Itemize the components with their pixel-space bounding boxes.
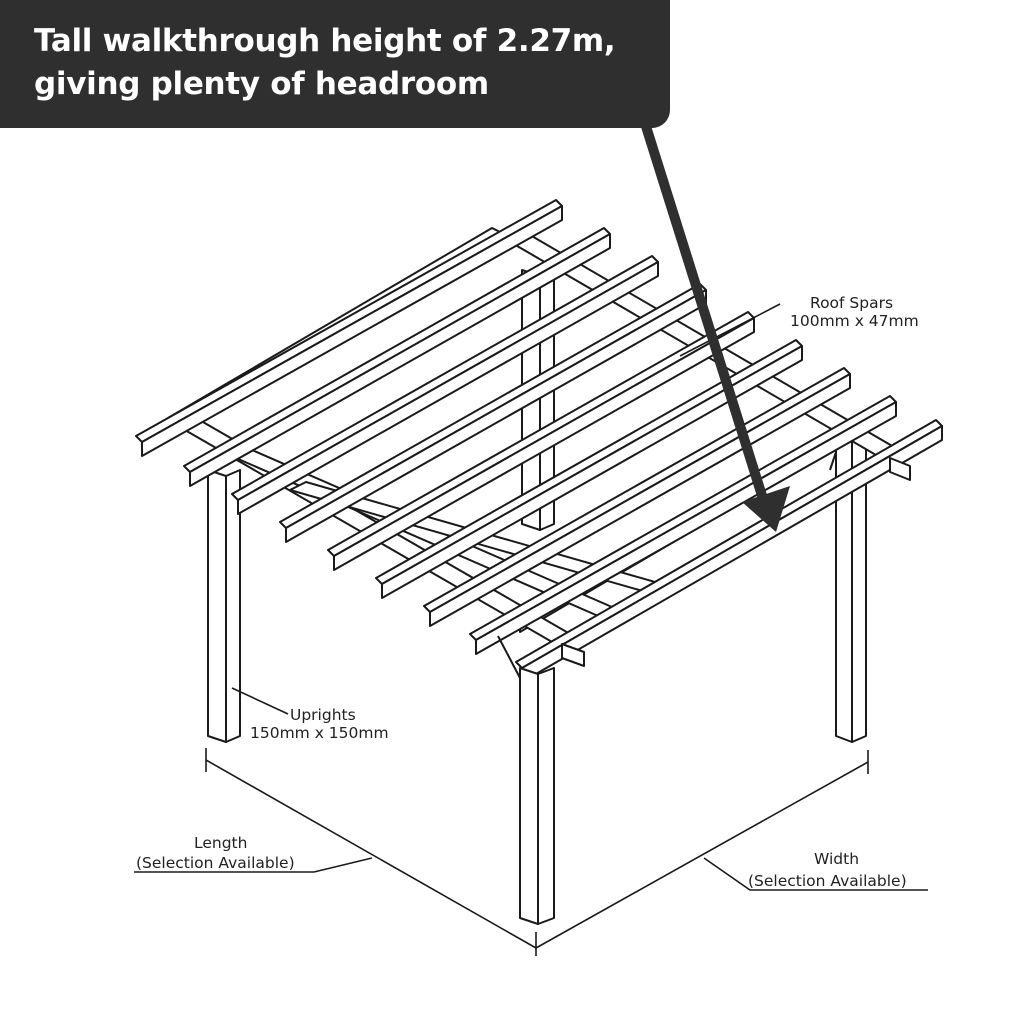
upright-front-corner: [519, 667, 555, 925]
roof-spars: [135, 199, 943, 683]
corner-brace: [829, 451, 837, 471]
roof-spar: [515, 419, 943, 683]
uprights-leader: [231, 687, 289, 715]
width-dimension-line: [535, 761, 869, 949]
roof-spar: [231, 255, 659, 515]
roof-spars-leader: [679, 303, 781, 357]
length-dimension-line: [205, 759, 537, 949]
length-leader: [134, 857, 373, 873]
width-title: Width: [814, 850, 859, 868]
width-note: (Selection Available): [748, 872, 907, 890]
roof-spar: [375, 339, 803, 599]
length-title: Length: [194, 834, 247, 852]
uprights-size: 150mm x 150mm: [250, 724, 389, 742]
beam-end: [561, 643, 585, 667]
length-note: (Selection Available): [136, 854, 295, 872]
roof-spars-size: 100mm x 47mm: [790, 312, 919, 330]
width-leader: [703, 857, 928, 891]
roof-spars-title: Roof Spars: [810, 294, 893, 312]
headline-banner: Tall walkthrough height of 2.27m, giving…: [0, 0, 670, 128]
headline-text: Tall walkthrough height of 2.27m, giving…: [34, 23, 616, 102]
corner-brace: [497, 635, 521, 679]
roof-spar: [135, 199, 563, 457]
uprights-title: Uprights: [290, 706, 356, 724]
roof-spar: [183, 227, 611, 487]
upright-front-left: [207, 469, 241, 743]
beam-end: [889, 457, 911, 481]
headroom-arrow: [639, 118, 790, 532]
